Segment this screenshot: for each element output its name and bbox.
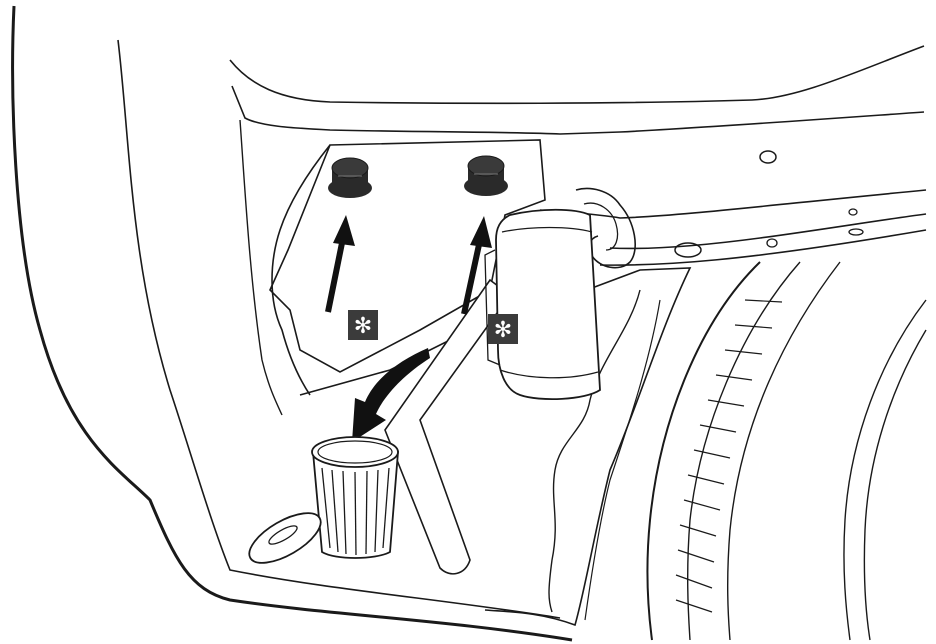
container-lid-icon <box>242 503 328 572</box>
frame-hole <box>767 239 777 247</box>
upper-frame <box>230 46 924 103</box>
frame-member <box>232 86 924 134</box>
marker-symbol: ✻ <box>354 314 372 339</box>
frame-hole <box>849 229 863 235</box>
bolt-icon <box>464 156 508 196</box>
frame-member-bottom <box>610 214 926 249</box>
wheel <box>647 262 926 640</box>
liner-edge <box>240 120 282 415</box>
marker-badge: ✻ <box>488 314 518 344</box>
bolt-icon <box>328 158 372 198</box>
frame-hole <box>760 151 776 163</box>
marker-badge: ✻ <box>348 310 378 340</box>
container-icon <box>312 437 398 558</box>
marker-symbol: ✻ <box>494 318 512 343</box>
component-unit <box>485 210 600 399</box>
frame-hole <box>849 209 857 215</box>
